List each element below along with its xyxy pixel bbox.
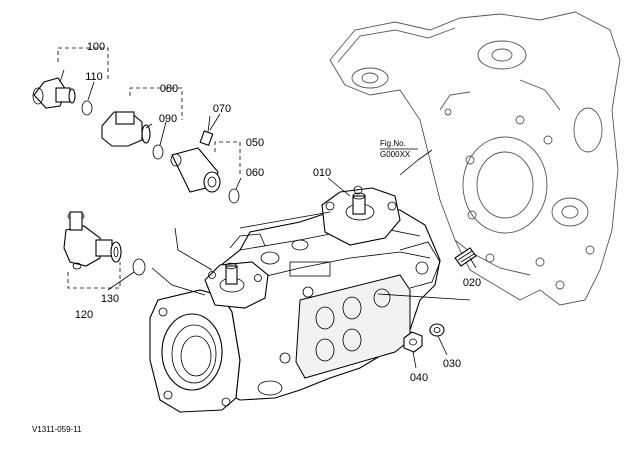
label-part-090: 090 <box>159 113 177 125</box>
stud-020 <box>454 247 477 267</box>
label-part-120: 120 <box>75 309 93 321</box>
label-part-030: 030 <box>443 358 461 370</box>
washer-030 <box>429 323 445 337</box>
label-part-070: 070 <box>213 103 231 115</box>
elbow-fitting-100 <box>32 69 76 109</box>
leader-lines <box>87 81 477 369</box>
transmission-housing <box>329 11 621 306</box>
bracket-100 <box>57 47 109 80</box>
adapter-080 <box>101 111 153 147</box>
label-part-040: 040 <box>410 372 428 384</box>
bracket-120 <box>67 262 121 289</box>
drawing-code: V1311-059-11 <box>32 425 82 434</box>
valve-050 <box>170 147 221 193</box>
bracket-080 <box>129 87 183 120</box>
label-part-100: 100 <box>87 41 105 53</box>
figure-ref-line1: Fig.No. <box>380 139 406 148</box>
label-part-020: 020 <box>463 277 481 289</box>
figure-ref-line2: G000XX <box>380 150 411 159</box>
label-part-110: 110 <box>85 71 103 83</box>
label-part-080: 080 <box>160 83 178 95</box>
o-ring-060 <box>228 188 240 204</box>
pump-assembly <box>149 185 441 413</box>
plug-070 <box>199 115 214 147</box>
tee-fitting-120 <box>63 211 122 270</box>
o-ring-110 <box>81 100 93 116</box>
bracket-050 <box>214 141 241 175</box>
nut-040 <box>403 331 423 353</box>
o-ring-130 <box>132 258 146 276</box>
label-part-010: 010 <box>313 167 331 179</box>
label-part-060: 060 <box>246 167 264 179</box>
label-part-050: 050 <box>246 137 264 149</box>
o-ring-090 <box>152 144 164 160</box>
label-part-130: 130 <box>101 293 119 305</box>
